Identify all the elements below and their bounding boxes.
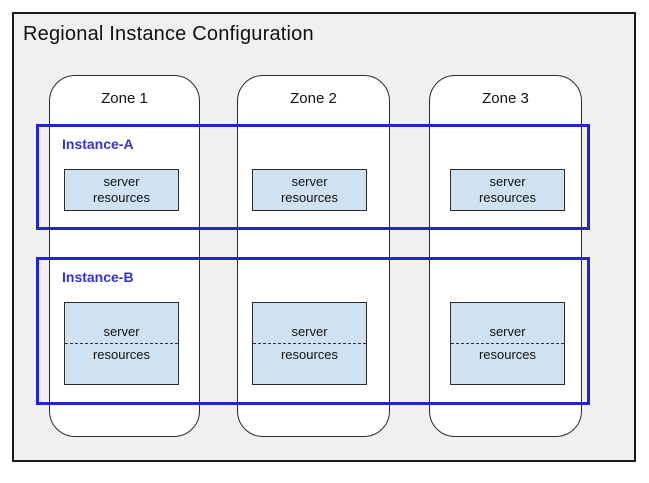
instance-a-box: Instance-A: [36, 124, 590, 230]
server-resources-box-a3: server resources: [450, 169, 565, 211]
server-resources-box-b3: server resources: [450, 302, 565, 385]
server-box-line1: server: [291, 324, 328, 339]
server-box-line2: resources: [280, 190, 339, 205]
page-title: Regional Instance Configuration: [23, 23, 314, 45]
server-box-line1: server: [489, 174, 526, 189]
server-box-line2: resources: [280, 347, 339, 362]
server-box-line1: server: [103, 174, 140, 189]
instance-b-label: Instance-B: [62, 269, 134, 285]
server-box-line2: resources: [478, 347, 537, 362]
server-box-line2: resources: [92, 190, 151, 205]
zone-2-label: Zone 2: [290, 90, 337, 107]
server-resources-box-b2: server resources: [252, 302, 367, 385]
zone-1-label: Zone 1: [101, 90, 148, 107]
server-resources-box-a2: server resources: [252, 169, 367, 211]
instance-a-label: Instance-A: [62, 136, 134, 152]
server-box-line1: server: [489, 324, 526, 339]
region-container: Regional Instance Configuration Zone 1 Z…: [12, 12, 636, 462]
resource-split-divider: [451, 343, 564, 344]
server-box-line1: server: [103, 324, 140, 339]
server-resources-box-a1: server resources: [64, 169, 179, 211]
resource-split-divider: [65, 343, 178, 344]
instance-b-box: Instance-B: [36, 257, 590, 405]
server-resources-box-b1: server resources: [64, 302, 179, 385]
server-box-line2: resources: [92, 347, 151, 362]
resource-split-divider: [253, 343, 366, 344]
zone-3-label: Zone 3: [482, 90, 529, 107]
server-box-line2: resources: [478, 190, 537, 205]
server-box-line1: server: [291, 174, 328, 189]
